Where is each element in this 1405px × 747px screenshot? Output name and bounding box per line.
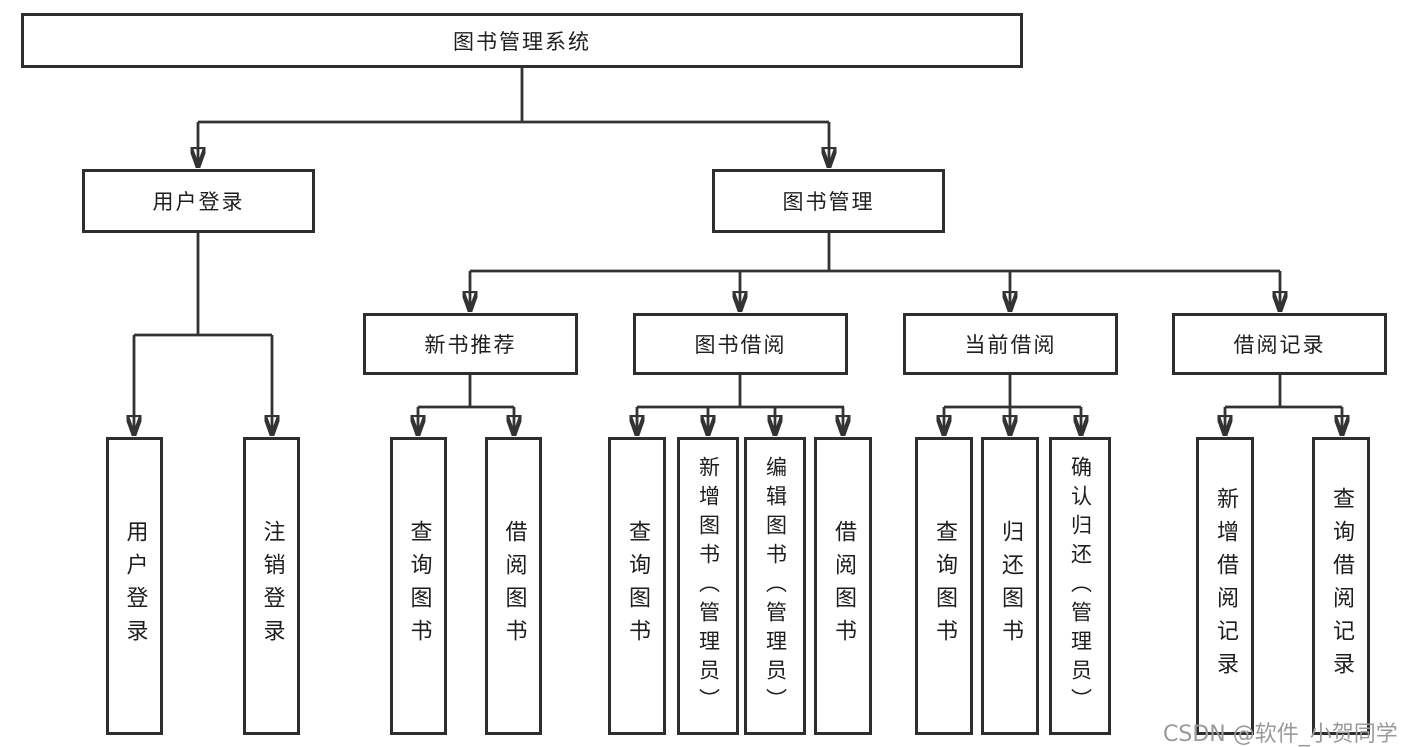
leaf-label: 确认归还（管理员） bbox=[1068, 455, 1093, 717]
leaf-query-books-borrowing: 查询图书 bbox=[608, 437, 666, 735]
leaf-label: 借阅图书 bbox=[501, 520, 527, 652]
leaf-label: 查询图书 bbox=[625, 520, 650, 652]
leaf-query-books-current: 查询图书 bbox=[915, 437, 973, 735]
node-book-borrowing: 图书借阅 bbox=[633, 313, 848, 375]
watermark: CSDN @软件_小贺同学 bbox=[1163, 722, 1398, 747]
node-borrowing-records: 借阅记录 bbox=[1172, 313, 1387, 375]
leaf-label: 查询图书 bbox=[406, 520, 432, 652]
leaf-label: 查询借阅记录 bbox=[1329, 487, 1354, 685]
leaf-add-borrow-record: 新增借阅记录 bbox=[1196, 437, 1254, 735]
leaf-user-login: 用户登录 bbox=[106, 437, 163, 735]
leaf-edit-book-admin: 编辑图书（管理员） bbox=[744, 437, 806, 735]
leaf-logout: 注销登录 bbox=[243, 437, 300, 735]
leaf-borrow-books-recommend: 借阅图书 bbox=[485, 437, 542, 735]
leaf-label: 归还图书 bbox=[998, 520, 1023, 652]
leaf-label: 注销登录 bbox=[259, 520, 285, 652]
leaf-borrow-books-borrowing: 借阅图书 bbox=[814, 437, 872, 735]
node-new-book-recommendation: 新书推荐 bbox=[363, 313, 578, 375]
leaf-query-books-recommend: 查询图书 bbox=[390, 437, 447, 735]
leaf-label: 借阅图书 bbox=[831, 520, 856, 652]
node-user-login: 用户登录 bbox=[82, 169, 315, 233]
node-current-borrowing: 当前借阅 bbox=[903, 313, 1118, 375]
leaf-add-book-admin: 新增图书（管理员） bbox=[677, 437, 739, 735]
node-library-system: 图书管理系统 bbox=[21, 13, 1023, 68]
node-book-management: 图书管理 bbox=[712, 169, 945, 233]
leaf-return-books: 归还图书 bbox=[981, 437, 1039, 735]
leaf-query-borrow-record: 查询借阅记录 bbox=[1312, 437, 1370, 735]
leaf-label: 用户登录 bbox=[122, 520, 148, 652]
leaf-label: 新增借阅记录 bbox=[1213, 487, 1238, 685]
leaf-label: 新增图书（管理员） bbox=[696, 455, 721, 717]
leaf-label: 查询图书 bbox=[932, 520, 957, 652]
leaf-label: 编辑图书（管理员） bbox=[763, 455, 788, 717]
leaf-confirm-return-admin: 确认归还（管理员） bbox=[1049, 437, 1111, 735]
